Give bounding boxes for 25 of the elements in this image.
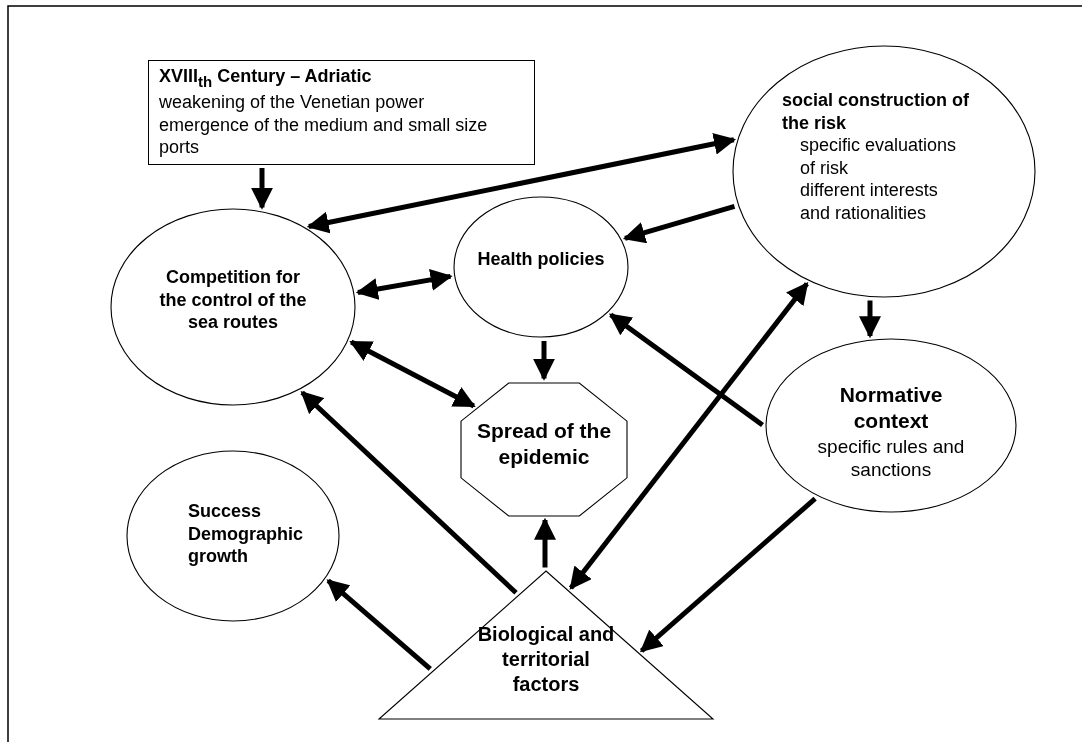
arrow [622,203,736,244]
arrow [534,517,556,568]
arrow [326,578,432,671]
arrow [349,339,476,409]
node-text: weakening of the Venetian power [159,91,426,114]
arrow [533,341,555,381]
node-label: Success Demographic growth [188,500,305,568]
node-label: Spread of the epidemic [475,418,613,471]
node-label: Competition for the control of the sea routes [158,266,308,334]
node-text: emergence of the medium and small size ports [159,113,489,159]
node-heading: XVIII$_{th}$ Century – Adriatic [159,65,373,92]
text-box [148,60,535,165]
arrow [859,300,881,339]
node-text: different interests and rationalities [800,179,939,224]
arrow [355,268,453,300]
node-heading: Normative context [838,382,944,435]
arrow [568,281,809,590]
node-label: Biological and territorial factors [476,622,616,697]
arrow [251,168,273,210]
arrow [639,496,817,653]
arrow [608,312,764,427]
arrow [306,133,737,234]
node-text: specific rules and sanctions [816,434,966,482]
arrow [300,390,518,595]
node-label: Health policies [476,248,606,271]
